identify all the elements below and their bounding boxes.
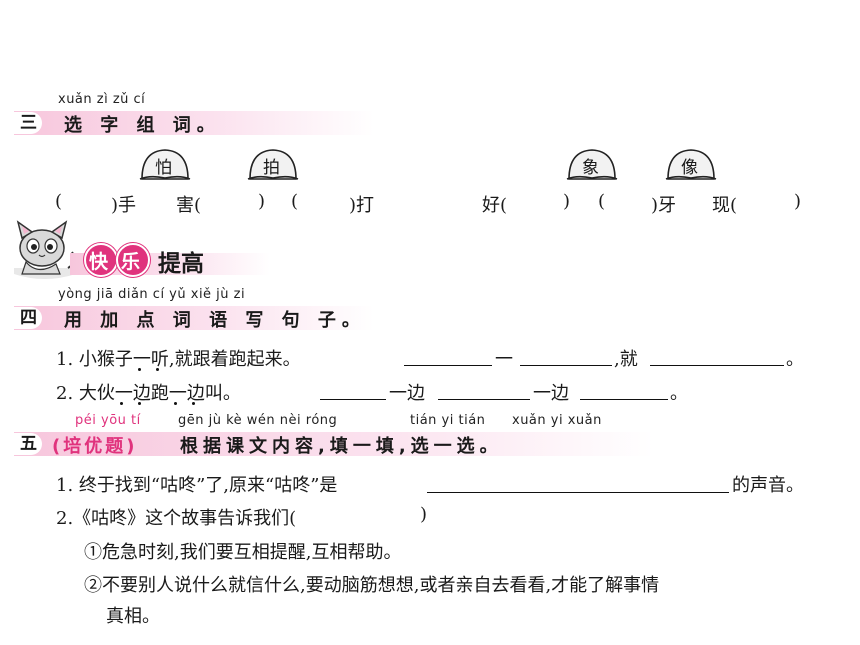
emphasis-dot bbox=[192, 402, 195, 405]
item1-end: 。 bbox=[786, 349, 804, 370]
section4-item2-label: 2. 大伙一边跑一边叫。 bbox=[56, 383, 241, 404]
item1-blank-2 bbox=[520, 365, 612, 366]
blank-2-word: 害( bbox=[176, 195, 202, 216]
char-mound-xiang-like bbox=[665, 149, 717, 180]
section3-header-band bbox=[14, 111, 374, 135]
section4-title: 用 加 点 词 语 写 句 子。 bbox=[64, 310, 366, 331]
blank-1-open: ( bbox=[55, 191, 63, 212]
section5-pinyin-tag: péi yōu tí bbox=[75, 413, 141, 428]
section5-number: 五 bbox=[14, 433, 42, 455]
item2-blank-1 bbox=[320, 399, 386, 400]
char-mound-pa-fear bbox=[139, 149, 191, 180]
section5-q1-suffix: 的声音。 bbox=[732, 475, 804, 496]
char-pai: 拍 bbox=[263, 158, 280, 178]
emphasis-dot bbox=[138, 368, 141, 371]
section3-pinyin: xuǎn zì zǔ cí bbox=[58, 92, 146, 107]
char-xiang-like: 像 bbox=[681, 158, 698, 178]
item2-word-1: 一边 bbox=[389, 383, 425, 404]
emphasis-dot bbox=[120, 402, 123, 405]
item2-blank-2 bbox=[438, 399, 530, 400]
banner-bubble-kuai-text: 快 bbox=[89, 251, 109, 273]
section3-number: 三 bbox=[14, 112, 42, 134]
section5-q1-prefix: 1. 终于找到“咕咚”了,原来“咕咚”是 bbox=[56, 475, 338, 496]
item1-blank-3 bbox=[650, 365, 784, 366]
section4-header-band bbox=[14, 306, 374, 330]
blank-5-close: )牙 bbox=[651, 195, 677, 216]
char-mound-pai bbox=[247, 149, 299, 180]
option-1: ①危急时刻,我们要互相提醒,互相帮助。 bbox=[84, 542, 402, 563]
banner-bubble-le-text: 乐 bbox=[121, 251, 141, 273]
blank-6-close: ) bbox=[794, 191, 802, 212]
blank-5-open: ( bbox=[598, 191, 606, 212]
blank-4-close: ) bbox=[563, 191, 571, 212]
item1-word-2: ,就 bbox=[614, 349, 638, 370]
char-mound-xiang-elephant bbox=[566, 149, 618, 180]
blank-2-close: ) bbox=[258, 191, 266, 212]
banner-bubble-le bbox=[116, 243, 150, 277]
q1-answer-blank bbox=[427, 492, 729, 493]
section4-pinyin: yòng jiā diǎn cí yǔ xiě jù zi bbox=[58, 287, 246, 302]
item1-blank-1 bbox=[404, 365, 492, 366]
banner-title: 提高 bbox=[158, 251, 204, 277]
section5-title: 根据课文内容,填一填,选一选。 bbox=[180, 436, 503, 457]
item2-word-2: 一边 bbox=[533, 383, 569, 404]
item2-blank-3 bbox=[580, 399, 668, 400]
item2-end: 。 bbox=[670, 383, 688, 404]
blank-4-word: 好( bbox=[482, 195, 508, 216]
section5-pinyin-fill: tián yi tián bbox=[410, 413, 486, 428]
blank-1-close: )手 bbox=[111, 195, 137, 216]
option-2: ②不要别人说什么就信什么,要动脑筋想想,或者亲自去看看,才能了解事情 bbox=[84, 575, 660, 596]
section5-tag: (培优题) bbox=[52, 436, 138, 457]
blank-3-close: )打 bbox=[349, 195, 375, 216]
blank-3-open: ( bbox=[291, 191, 299, 212]
option-2-continued: 真相。 bbox=[106, 606, 160, 627]
char-xiang-elephant: 象 bbox=[582, 158, 599, 178]
section4-item1-label: 1. 小猴子一听,就跟着跑起来。 bbox=[56, 349, 301, 370]
section5-q2-suffix: ) bbox=[420, 504, 428, 525]
section5-header-band bbox=[14, 432, 654, 456]
emphasis-dot bbox=[156, 368, 159, 371]
kitten-mascot-icon bbox=[14, 220, 76, 279]
blank-6-word: 现( bbox=[712, 195, 738, 216]
section5-q2-prefix: 2.《咕咚》这个故事告诉我们( bbox=[56, 508, 297, 529]
emphasis-dot bbox=[138, 402, 141, 405]
section5-pinyin-title: gēn jù kè wén nèi róng bbox=[178, 413, 338, 428]
char-pa-fear: 怕 bbox=[155, 158, 172, 178]
section3-title: 选 字 组 词。 bbox=[64, 115, 221, 136]
section4-number: 四 bbox=[14, 307, 42, 329]
item1-word-1: 一 bbox=[495, 349, 513, 370]
section5-pinyin-choose: xuǎn yi xuǎn bbox=[512, 413, 602, 428]
emphasis-dot bbox=[174, 402, 177, 405]
